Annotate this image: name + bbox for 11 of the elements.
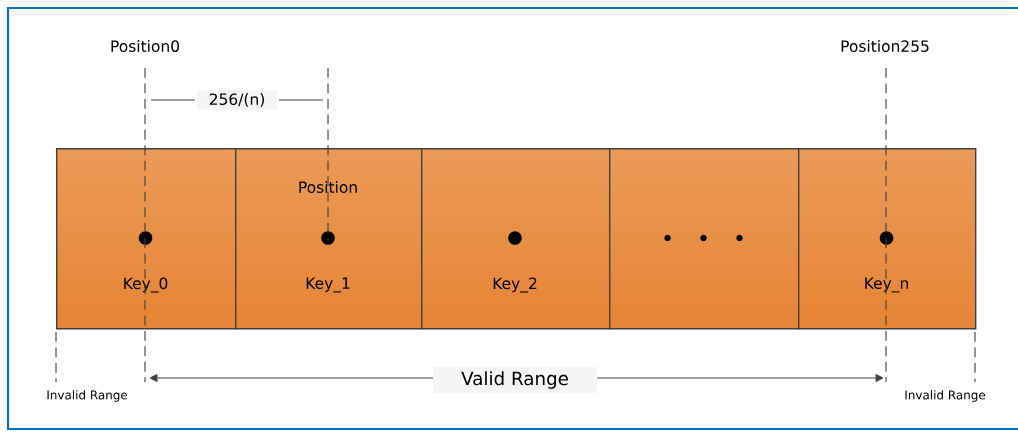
position-label: Position0 — [111, 40, 179, 52]
dimension-label: Valid Range — [433, 366, 597, 394]
key-label: Key_0 — [124, 277, 168, 293]
position-label: Position — [299, 181, 357, 193]
range-label: Invalid Range — [47, 390, 128, 402]
key-label: Key_2 — [493, 277, 537, 293]
range-label: Invalid Range — [905, 390, 986, 402]
key-label: Key_n — [865, 277, 908, 293]
position-label: Position255 — [841, 40, 929, 52]
key-label: Key_1 — [306, 277, 350, 293]
dimension-label: 256/(n) — [197, 90, 277, 110]
